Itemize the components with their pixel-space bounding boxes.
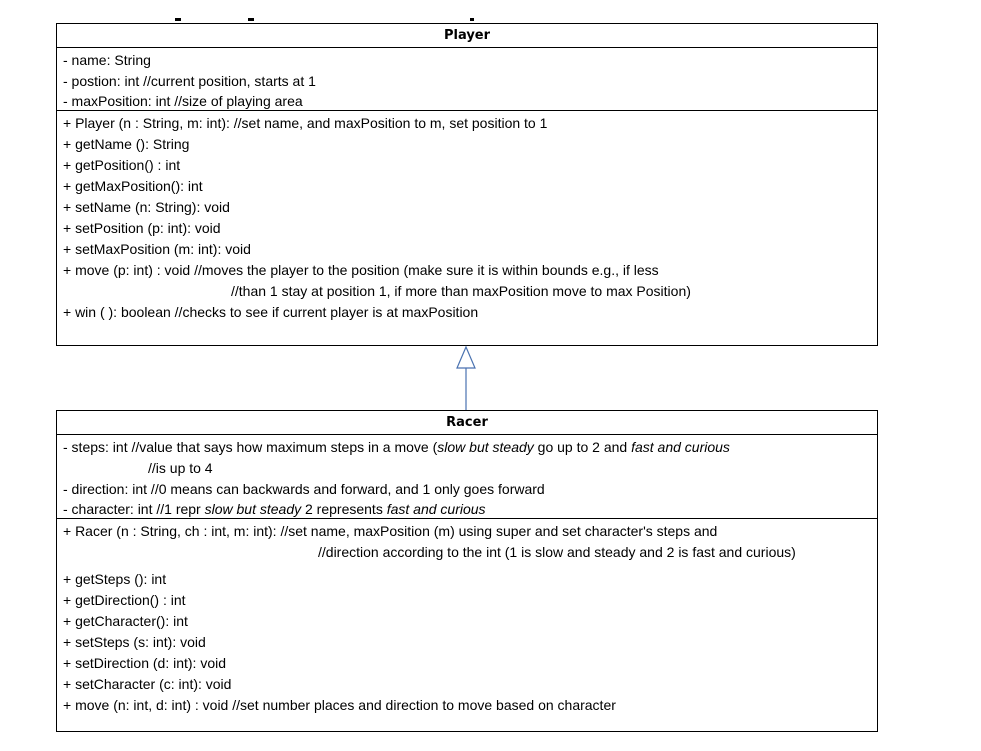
racer-attr-character-fast: fast and curious xyxy=(386,501,486,517)
player-method-getname: + getName (): String xyxy=(63,136,190,152)
racer-attr-direction: - direction: int //0 means can backwards… xyxy=(63,481,545,497)
racer-method-setcharacter: + setCharacter (c: int): void xyxy=(63,676,232,692)
racer-methods: + Racer (n : String, ch : int, m: int): … xyxy=(57,519,877,716)
player-attr-position: - postion: int //current position, start… xyxy=(63,73,316,89)
player-method-setmaxposition: + setMaxPosition (m: int): void xyxy=(63,241,251,257)
cropped-text-fragment xyxy=(470,18,474,21)
player-method-setposition: + setPosition (p: int): void xyxy=(63,220,221,236)
racer-attr-character-slow: slow but steady xyxy=(204,501,302,517)
player-method-setname: + setName (n: String): void xyxy=(63,199,230,215)
racer-method-setsteps: + setSteps (s: int): void xyxy=(63,634,206,650)
player-attr-name: - name: String xyxy=(63,52,151,68)
player-method-getposition: + getPosition() : int xyxy=(63,157,181,173)
racer-attr-steps-fast: fast and curious xyxy=(631,439,730,455)
player-class-box: Player - name: String - postion: int //c… xyxy=(56,23,878,346)
racer-class-name: Racer xyxy=(57,411,877,435)
player-methods: + Player (n : String, m: int): //set nam… xyxy=(57,111,877,323)
racer-attr-steps-text2: go up to 2 and xyxy=(533,439,632,455)
inheritance-triangle-icon xyxy=(456,345,476,369)
racer-attr-character: - character: int //1 repr slow but stead… xyxy=(63,500,877,518)
racer-attr-steps-slow: slow but steady xyxy=(437,439,534,455)
racer-method-getcharacter: + getCharacter(): int xyxy=(63,613,188,629)
cropped-text-fragment xyxy=(248,18,254,21)
racer-attr-character-text: - character: int //1 repr xyxy=(63,501,205,517)
cropped-text-fragment xyxy=(175,18,181,21)
racer-attr-character-text2: 2 represents xyxy=(301,501,387,517)
racer-method-getsteps: + getSteps (): int xyxy=(63,571,167,587)
racer-attr-steps: - steps: int //value that says how maxim… xyxy=(63,437,877,458)
player-attr-maxposition: - maxPosition: int //size of playing are… xyxy=(63,93,303,109)
racer-method-constructor-comment: //direction according to the int (1 is s… xyxy=(318,544,796,560)
racer-attr-steps-text: - steps: int //value that says how maxim… xyxy=(63,439,438,455)
racer-method-constructor: + Racer (n : String, ch : int, m: int): … xyxy=(63,523,718,539)
player-class-name: Player xyxy=(57,24,877,48)
racer-attributes: - steps: int //value that says how maxim… xyxy=(57,435,877,519)
racer-method-getdirection: + getDirection() : int xyxy=(63,592,186,608)
racer-method-setdirection: + setDirection (d: int): void xyxy=(63,655,227,671)
racer-class-box: Racer - steps: int //value that says how… xyxy=(56,410,878,732)
player-method-constructor: + Player (n : String, m: int): //set nam… xyxy=(63,115,548,131)
player-method-win: + win ( ): boolean //checks to see if cu… xyxy=(63,304,479,320)
player-method-getmaxposition: + getMaxPosition(): int xyxy=(63,178,203,194)
player-method-move: + move (p: int) : void //moves the playe… xyxy=(63,262,659,278)
racer-method-move: + move (n: int, d: int) : void //set num… xyxy=(63,697,616,713)
player-method-move-comment: //than 1 stay at position 1, if more tha… xyxy=(231,283,691,299)
player-attributes: - name: String - postion: int //current … xyxy=(57,48,877,111)
racer-attr-steps-cont: //is up to 4 xyxy=(148,460,213,476)
